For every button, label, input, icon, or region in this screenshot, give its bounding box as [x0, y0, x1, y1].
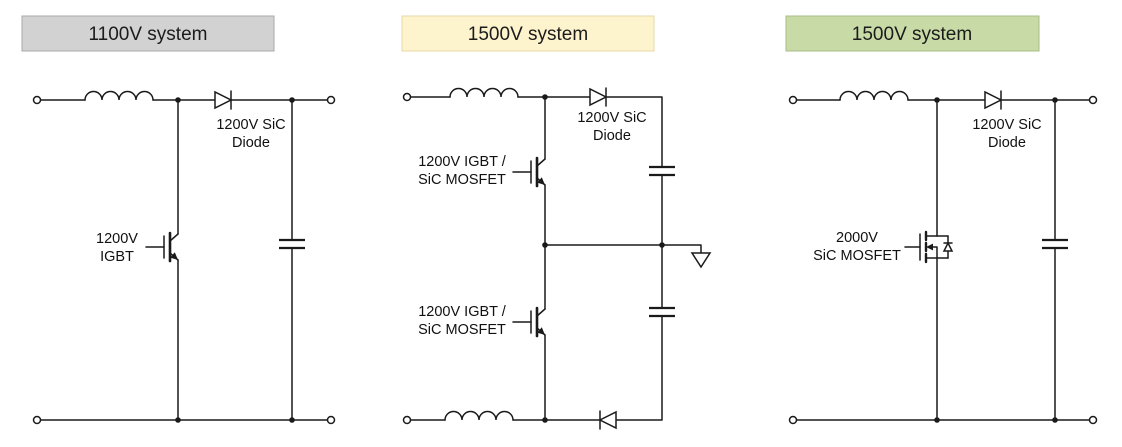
dc-link-capacitor-bottom	[649, 306, 675, 318]
junction-dot	[934, 97, 940, 103]
diode-label-line2: Diode	[988, 135, 1026, 151]
circuit-wires	[409, 96, 702, 421]
diode-label-line1: 1200V SiC	[577, 110, 646, 126]
junction-dot	[175, 97, 181, 103]
input-terminal-bottom	[402, 415, 412, 425]
output-terminal-bottom	[1088, 415, 1098, 425]
boost-inductor-bottom	[444, 410, 514, 421]
panel-title: 1100V system	[89, 24, 208, 45]
boost-diode-bottom	[598, 410, 617, 430]
input-terminal-bottom	[32, 415, 42, 425]
igbt-mosfet-symbol-bottom	[511, 306, 547, 338]
switch-label-line2: IGBT	[100, 249, 134, 265]
panel-1500v-three-level-system: 1500V system 1200V SiC Diode 1	[401, 15, 712, 430]
panel-1100v-system: 1100V system 1200V SiC Diode 1200V IGBT	[21, 15, 336, 425]
igbt-symbol	[144, 231, 180, 263]
diode-label-line1: 1200V SiC	[216, 117, 285, 133]
output-capacitor	[1042, 238, 1068, 250]
switch-bottom-label-line2: SiC MOSFET	[418, 322, 506, 338]
output-terminal-top	[326, 95, 336, 105]
switch-label-line2: SiC MOSFET	[813, 248, 901, 264]
junction-dot	[1052, 97, 1058, 103]
panel-header	[401, 15, 655, 52]
panel-title: 1500V system	[852, 24, 972, 45]
junction-dot	[175, 417, 181, 423]
panel-title: 1500V system	[468, 24, 588, 45]
input-terminal-top	[32, 95, 42, 105]
boost-inductor	[839, 90, 909, 101]
output-capacitor	[279, 238, 305, 250]
junction-dot	[542, 242, 548, 248]
junction-dot	[289, 97, 295, 103]
diode-label-line2: Diode	[593, 128, 631, 144]
junction-dot	[934, 417, 940, 423]
boost-inductor	[84, 90, 154, 101]
boost-diode	[214, 90, 233, 110]
ground-symbol	[690, 252, 712, 269]
boost-diode-top	[589, 87, 608, 107]
panel-header	[21, 15, 275, 52]
input-terminal-top	[788, 95, 798, 105]
junction-dot	[542, 417, 548, 423]
circuit-wires	[39, 99, 329, 421]
diode-label-line2: Diode	[232, 135, 270, 151]
junction-dot	[1052, 417, 1058, 423]
panel-header	[785, 15, 1040, 52]
diode-label-line1: 1200V SiC	[972, 117, 1041, 133]
sic-mosfet-symbol	[903, 230, 954, 264]
switch-bottom-label-line1: 1200V IGBT /	[418, 304, 507, 320]
junction-dot	[542, 94, 548, 100]
switch-label-line1: 2000V	[836, 230, 878, 246]
input-terminal-top	[402, 92, 412, 102]
switch-label-line1: 1200V	[96, 231, 138, 247]
input-terminal-bottom	[788, 415, 798, 425]
circuit-wires	[795, 99, 1091, 421]
output-terminal-top	[1088, 95, 1098, 105]
boost-inductor-top	[449, 87, 519, 98]
boost-diode	[984, 90, 1003, 110]
switch-top-label-line2: SiC MOSFET	[418, 172, 506, 188]
dc-link-capacitor-top	[649, 165, 675, 177]
output-terminal-bottom	[326, 415, 336, 425]
junction-dot	[659, 242, 665, 248]
igbt-mosfet-symbol-top	[511, 156, 547, 188]
panel-1500v-sic-system: 1500V system 1200V SiC Diode 2000V SiC M…	[785, 15, 1098, 425]
switch-top-label-line1: 1200V IGBT /	[418, 154, 507, 170]
junction-dot	[289, 417, 295, 423]
